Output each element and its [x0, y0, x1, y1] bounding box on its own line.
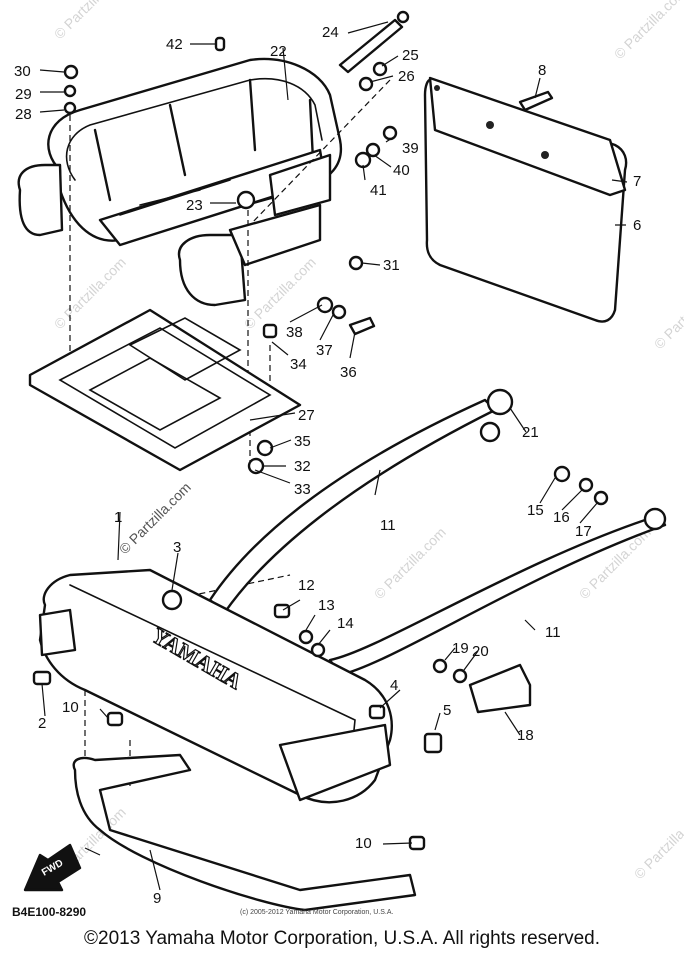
callout-42: 42 [166, 36, 183, 53]
callout-34: 34 [290, 356, 307, 373]
callout-11b: 11 [545, 624, 561, 641]
callout-28: 28 [15, 106, 32, 123]
callout-40: 40 [393, 162, 410, 179]
callout-8: 8 [538, 62, 546, 79]
callout-2: 2 [38, 715, 46, 732]
copyright-notice: ©2013 Yamaha Motor Corporation, U.S.A. A… [84, 928, 600, 949]
leader-lines [39, 21, 628, 891]
hardware [32, 10, 609, 851]
callout-41: 41 [370, 182, 387, 199]
callout-10a: 10 [62, 699, 79, 716]
callout-27: 27 [298, 407, 315, 424]
watermark: © Partzilla.com [371, 524, 449, 602]
stays-11 [208, 388, 667, 677]
rear-rack-22 [17, 57, 343, 307]
callout-7: 7 [633, 173, 641, 190]
watermark-dark: © Partzilla.com [116, 479, 194, 557]
fine-print: (c) 2005-2012 Yamaha Motor Corporation, … [240, 909, 393, 916]
callout-17: 17 [575, 523, 592, 540]
callout-23: 23 [186, 197, 203, 214]
watermark: © Partzilla.com [51, 0, 129, 42]
base-plate-27 [28, 308, 302, 472]
drawing-code: B4E100-8290 [12, 905, 86, 919]
callout-9: 9 [153, 890, 161, 907]
callout-5: 5 [443, 702, 451, 719]
callout-26: 26 [398, 68, 415, 85]
callout-35: 35 [294, 433, 311, 450]
callout-38: 38 [286, 324, 303, 341]
callout-12: 12 [298, 577, 315, 594]
callout-37: 37 [316, 342, 333, 359]
watermark: © Partzilla.com [241, 254, 319, 332]
bumper-1: YAMAHA [38, 568, 393, 804]
callout-13: 13 [318, 597, 335, 614]
callout-30: 30 [14, 63, 31, 80]
callout-20: 20 [472, 643, 489, 660]
number-plate-6 [423, 76, 628, 323]
callout-24: 24 [322, 24, 339, 41]
callout-14: 14 [337, 615, 354, 632]
callout-18: 18 [517, 727, 534, 744]
callout-21: 21 [522, 424, 539, 441]
watermark: © Partzilla.com [651, 274, 684, 352]
callout-31: 31 [383, 257, 400, 274]
callout-39: 39 [402, 140, 419, 157]
callout-16: 16 [553, 509, 570, 526]
callout-1: 1 [114, 509, 122, 526]
watermark: © Partzilla.com [51, 254, 129, 332]
fwd-arrow: FWD [23, 843, 82, 892]
watermark: © Partzilla.com [631, 804, 684, 882]
callout-6: 6 [633, 217, 641, 234]
guard-9 [72, 753, 417, 912]
callout-29: 29 [15, 86, 32, 103]
watermark: © Partzilla.com [611, 0, 684, 62]
callout-4: 4 [390, 677, 398, 694]
callout-11a: 11 [380, 517, 396, 534]
callout-33: 33 [294, 481, 311, 498]
callout-10b: 10 [355, 835, 372, 852]
callout-32: 32 [294, 458, 311, 475]
callouts: 1 2 3 4 5 6 7 8 9 10 10 11 11 12 13 14 1… [14, 24, 641, 907]
callout-25: 25 [402, 47, 419, 64]
callout-3: 3 [173, 539, 181, 556]
callout-22: 22 [270, 43, 287, 60]
callout-19: 19 [452, 640, 469, 657]
callout-36: 36 [340, 364, 357, 381]
callout-15: 15 [527, 502, 544, 519]
